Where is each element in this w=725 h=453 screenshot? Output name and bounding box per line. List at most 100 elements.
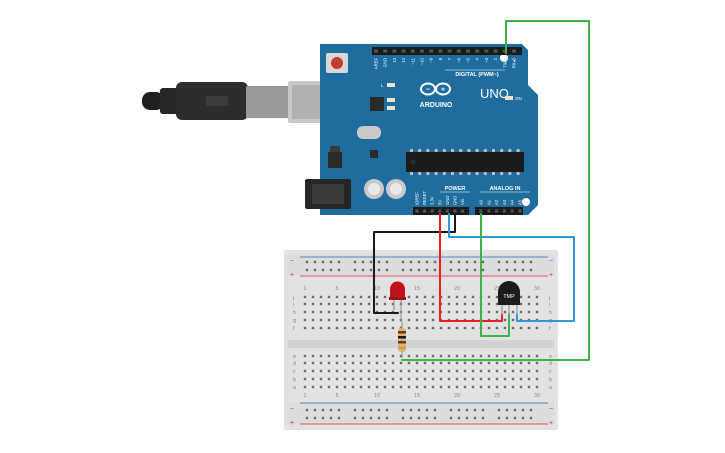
power-pin-label: RESET (422, 191, 427, 205)
digital-pin (401, 49, 406, 53)
power-pin (453, 209, 457, 213)
digital-pin-label: AREF (374, 58, 379, 70)
on-led (505, 96, 513, 100)
usb-cable (142, 81, 346, 123)
digital-pin (493, 49, 498, 53)
analog-pin (495, 209, 499, 213)
usb-chip (370, 97, 384, 111)
column-label: 25 (494, 393, 500, 399)
row-label: a (549, 385, 552, 391)
column-label: 10 (374, 286, 380, 292)
column-label: 1 (303, 393, 306, 399)
digital-pin-label: GND (383, 58, 388, 67)
row-label: f (549, 326, 551, 332)
column-label: 10 (374, 393, 380, 399)
wires (373, 20, 590, 361)
power-pin-label: IOREF (415, 192, 420, 205)
digital-pin-label: 7 (447, 57, 452, 60)
analog-pin-label: A5 (518, 199, 523, 205)
row-label: h (549, 310, 552, 316)
row-label: e (549, 354, 552, 360)
power-pin (415, 209, 419, 213)
digital-pin (456, 49, 461, 53)
wire-green-d2 (401, 20, 590, 361)
digital-pin-label: 12 (401, 57, 406, 62)
analog-pin-label: A1 (486, 199, 491, 205)
svg-text:−: − (426, 87, 430, 94)
digital-pin (429, 49, 434, 53)
digital-pin-label: TX▸1 (502, 57, 507, 67)
microcontroller-chip (406, 152, 524, 172)
l-led (387, 83, 395, 87)
column-label: 15 (414, 393, 420, 399)
resistor (398, 322, 406, 358)
analog-header-label: ANALOG IN (490, 186, 521, 192)
model-label: UNO (480, 86, 509, 101)
tmp-sensor: TMP (498, 281, 520, 315)
power-pin (438, 209, 442, 213)
red-led (389, 281, 406, 322)
power-pin-label: 5V (437, 200, 442, 205)
digital-pin (374, 49, 378, 53)
row-label: b (293, 377, 296, 383)
digital-pin (484, 49, 489, 53)
digital-pin (447, 49, 452, 53)
column-label: 30 (534, 393, 540, 399)
row-label: h (293, 310, 296, 316)
arduino-logo-icon: − + (420, 82, 451, 96)
tx-led (387, 98, 395, 102)
power-header-label: POWER (445, 186, 466, 192)
power-pin (461, 209, 465, 213)
row-label: c (549, 369, 552, 375)
svg-text:+: + (290, 420, 294, 427)
voltage-regulator (328, 152, 342, 168)
analog-pin (510, 209, 514, 213)
digital-pin-label: ~10 (420, 57, 425, 65)
wire-blue-gnd (448, 213, 575, 322)
digital-pin (410, 49, 415, 53)
row-label: d (549, 361, 552, 367)
wire-red-5v (439, 213, 503, 322)
svg-text:−: − (549, 406, 553, 413)
digital-pin-label: 13 (392, 57, 397, 62)
row-label: a (293, 385, 296, 391)
svg-text:−: − (290, 258, 294, 265)
analog-pin (518, 209, 522, 213)
row-label: i (549, 302, 550, 308)
analog-pin-label: A3 (502, 199, 507, 205)
digital-header-label: DIGITAL (PWM~) (455, 72, 499, 78)
digital-pin (383, 49, 388, 53)
row-label: b (549, 377, 552, 383)
rx-led (387, 106, 395, 110)
column-label: 30 (534, 286, 540, 292)
svg-text:−: − (549, 258, 553, 265)
analog-header (475, 207, 523, 215)
digital-pin-label: 8 (438, 57, 443, 60)
power-pin-label: 3.3V (430, 196, 435, 205)
power-pin (445, 209, 449, 213)
svg-text:+: + (441, 87, 445, 94)
power-pin-label: Vin (460, 198, 465, 205)
digital-pin-label: ~6 (456, 57, 461, 62)
svg-text:−: − (290, 406, 294, 413)
analog-pin-label: A0 (479, 199, 484, 205)
digital-pin-label: ~11 (410, 57, 415, 64)
digital-pin (438, 49, 443, 53)
digital-pin (512, 49, 516, 53)
row-label: j (292, 295, 294, 301)
digital-pin (475, 49, 480, 53)
wire-black-gnd (373, 213, 456, 314)
digital-pin (392, 49, 397, 53)
wire-green-a0 (480, 213, 510, 337)
column-label: 15 (414, 286, 420, 292)
power-pin-label: GND (453, 196, 458, 205)
column-label: 25 (494, 286, 500, 292)
analog-pin-label: A4 (510, 199, 515, 205)
digital-pin (466, 49, 470, 53)
digital-pin-label: ~3 (484, 57, 489, 62)
digital-pin-label: 4 (475, 57, 480, 60)
digital-header (372, 47, 522, 55)
crystal (357, 126, 381, 139)
